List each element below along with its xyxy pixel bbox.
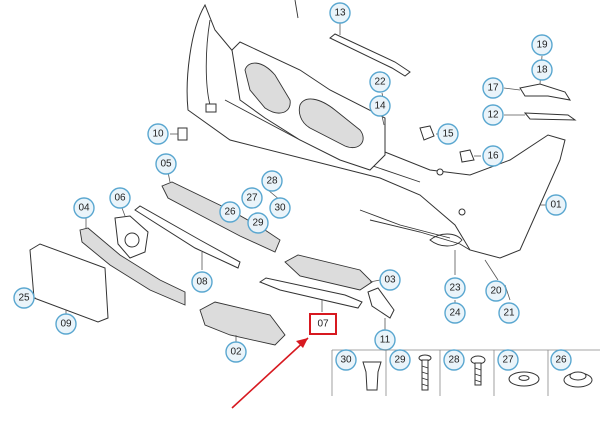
trim-strip-08 — [134, 205, 241, 269]
callout-group: 01 02 03 04 05 06 08 09 10 11 12 13 14 15 16 17 18 19 2021… — [13, 2, 567, 363]
callout-19[interactable]: 19 — [531, 34, 553, 56]
callout-label-22: 22 — [374, 77, 386, 88]
callout-label-23: 23 — [449, 283, 461, 294]
callout-label-29: 29 — [252, 218, 264, 229]
callout-label-30: 30 — [274, 203, 286, 214]
callout-28[interactable]: 28 — [261, 170, 283, 192]
callout-label-03: 03 — [384, 275, 396, 286]
highlight-07[interactable]: 07 — [309, 313, 337, 335]
clip-10 — [177, 127, 188, 141]
highlight-box-07 — [309, 313, 337, 335]
callout-label-25: 25 — [18, 293, 30, 304]
trim-strip-13 — [329, 33, 411, 77]
callout-12[interactable]: 12 — [482, 104, 504, 126]
callout-15[interactable]: 15 — [437, 123, 459, 145]
callout-label-01: 01 — [550, 200, 562, 211]
callout-label-09: 09 — [60, 319, 72, 330]
callout-20[interactable]: 20 — [485, 280, 507, 302]
callout-label-21: 21 — [503, 308, 515, 319]
callout-30[interactable]: 30 — [269, 197, 291, 219]
clip-16 — [459, 149, 475, 163]
red-arrow — [231, 337, 309, 409]
callout-label-14: 14 — [374, 101, 386, 112]
tray-callout-group: 30 29 28 27 26 — [335, 349, 572, 371]
callout-24[interactable]: 24 — [444, 302, 466, 324]
callout-08[interactable]: 08 — [191, 271, 213, 293]
callout-label-18: 18 — [536, 65, 548, 76]
clip-15 — [419, 125, 435, 141]
grommet-26-icon — [563, 371, 593, 388]
callout-label-04: 04 — [78, 203, 90, 214]
callout-10[interactable]: 10 — [147, 123, 169, 145]
callout-label-05: 05 — [160, 159, 172, 170]
callout-label-17: 17 — [487, 83, 499, 94]
callout-03[interactable]: 03 — [379, 269, 401, 291]
callout-13[interactable]: 13 — [329, 2, 351, 24]
callout-02[interactable]: 02 — [225, 341, 247, 363]
spacer-30-icon — [362, 361, 382, 391]
callout-label-02: 02 — [230, 347, 242, 358]
tray-callout-label-29: 29 — [394, 355, 406, 366]
tray-callout-28[interactable]: 28 — [443, 349, 465, 371]
highlight-label-07: 07 — [317, 319, 329, 330]
callout-label-20: 20 — [490, 286, 502, 297]
callout-21[interactable]: 21 — [498, 302, 520, 324]
callout-label-12: 12 — [487, 110, 499, 121]
callout-label-27: 27 — [246, 193, 258, 204]
tray-callout-label-28: 28 — [448, 355, 460, 366]
callout-label-19: 19 — [536, 40, 548, 51]
callout-06[interactable]: 06 — [109, 187, 131, 209]
bumper-cover — [186, 3, 566, 259]
trim-strip-top — [294, 0, 299, 19]
callout-label-08: 08 — [196, 277, 208, 288]
callout-23[interactable]: 23 — [444, 277, 466, 299]
callout-04[interactable]: 04 — [73, 197, 95, 219]
callout-09[interactable]: 09 — [55, 313, 77, 335]
callout-label-26: 26 — [224, 207, 236, 218]
grille-02 — [199, 301, 286, 346]
strip-12 — [523, 112, 577, 121]
screw-29-icon — [418, 354, 432, 391]
callout-16[interactable]: 16 — [482, 145, 504, 167]
tray-callout-26[interactable]: 26 — [550, 349, 572, 371]
side-grille-04 — [79, 227, 186, 306]
tray-callout-label-26: 26 — [555, 355, 567, 366]
trim-strip-07 — [258, 277, 363, 309]
bracket-17 — [519, 83, 572, 101]
callout-label-16: 16 — [487, 151, 499, 162]
callout-17[interactable]: 17 — [482, 77, 504, 99]
callout-25[interactable]: 25 — [13, 287, 35, 309]
callout-18[interactable]: 18 — [531, 59, 553, 81]
callout-11[interactable]: 11 — [374, 329, 396, 351]
callout-01[interactable]: 01 — [545, 194, 567, 216]
washer-27-icon — [508, 371, 540, 387]
callout-label-28: 28 — [266, 176, 278, 187]
kidney-grille — [231, 41, 386, 171]
callout-label-15: 15 — [442, 129, 454, 140]
callout-label-24: 24 — [449, 308, 461, 319]
bracket-11 — [367, 287, 395, 319]
callout-label-06: 06 — [114, 193, 126, 204]
callout-29[interactable]: 29 — [247, 212, 269, 234]
callout-14[interactable]: 14 — [369, 95, 391, 117]
tray-callout-29[interactable]: 29 — [389, 349, 411, 371]
tray-callout-30[interactable]: 30 — [335, 349, 357, 371]
callout-label-13: 13 — [334, 8, 346, 19]
callout-27[interactable]: 27 — [241, 187, 263, 209]
tray-callout-label-27: 27 — [502, 355, 514, 366]
callout-26[interactable]: 26 — [219, 201, 241, 223]
tray-callout-27[interactable]: 27 — [497, 349, 519, 371]
callout-label-11: 11 — [380, 335, 391, 346]
license-plate-09 — [29, 243, 109, 323]
tray-callout-label-30: 30 — [340, 355, 352, 366]
fastener-tray — [331, 349, 600, 396]
callout-05[interactable]: 05 — [155, 153, 177, 175]
screw-28-icon — [470, 355, 486, 386]
callout-label-10: 10 — [152, 129, 164, 140]
callout-22[interactable]: 22 — [369, 71, 391, 93]
